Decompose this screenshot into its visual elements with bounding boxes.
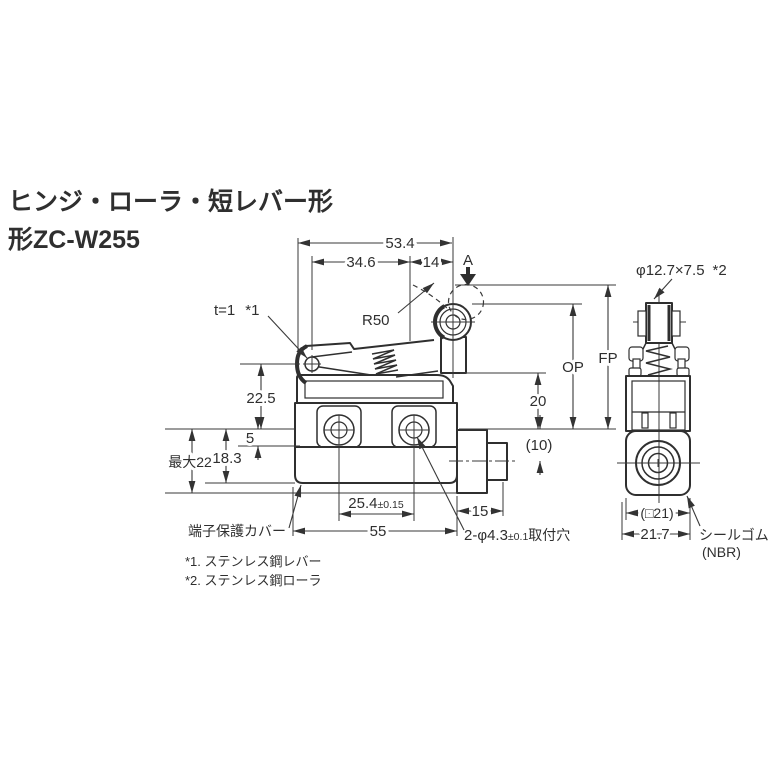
dim-width-total: 53.4 — [385, 235, 414, 252]
dim-roller-offset: 14 — [423, 254, 440, 271]
dim-conduit-center: (10) — [526, 437, 553, 454]
section-label-a: A — [463, 252, 473, 269]
front-dimensions: 53.4 34.6 14 A R50 t=1*1 22.5 5 18.3 — [165, 232, 621, 544]
dim-op-travel: 20 — [530, 393, 547, 410]
section-arrow-icon — [460, 267, 476, 286]
side-square-body — [617, 430, 700, 496]
label-seal-material: (NBR) — [702, 544, 741, 560]
dim-step: 5 — [246, 430, 254, 447]
dim-conduit-width: 15 — [472, 503, 489, 520]
model-number: 形ZC-W255 — [8, 226, 140, 254]
side-roller — [637, 302, 681, 344]
dim-fp: FP — [598, 350, 617, 367]
dim-pivot-height: 22.5 — [246, 390, 275, 407]
side-spring — [645, 345, 673, 376]
footnote-2: *2. ステンレス鋼ローラ — [185, 573, 322, 588]
dim-body-width: 55 — [370, 523, 387, 540]
front-case-top-inner — [304, 380, 444, 399]
front-view — [294, 283, 517, 494]
dim-roller-size: φ12.7×7.5*2 — [636, 262, 727, 279]
lever-swing-arc-dashed — [412, 284, 449, 310]
label-terminal-cover: 端子保護カバー — [188, 523, 286, 539]
side-lever-fork — [628, 342, 690, 376]
dim-width-lever: 34.6 — [346, 254, 375, 271]
mounting-hole-right — [398, 414, 430, 446]
mounting-hole-left — [323, 414, 355, 446]
dim-body-square: (□21) — [640, 505, 673, 521]
dim-lever-radius: R50 — [362, 312, 390, 329]
label-seal-rubber: シールゴム — [699, 527, 769, 543]
dim-mounting-holes: 2-φ4.3±0.1取付穴 — [464, 527, 570, 544]
lever-top-edge — [305, 339, 435, 350]
side-view: φ12.7×7.5*2 (□21) 21.7 シールゴム (NBR) — [617, 262, 769, 560]
page-title: ヒンジ・ローラ・短レバー形 — [8, 188, 333, 216]
dim-hole-pitch: 25.4±0.15 — [348, 495, 404, 512]
front-lever — [294, 339, 439, 385]
front-spring — [371, 349, 399, 375]
dim-lever-thickness: t=1*1 — [214, 302, 259, 319]
dim-body-height: 18.3 — [212, 450, 241, 467]
front-case-top — [296, 374, 454, 404]
dim-op: OP — [562, 359, 584, 376]
front-body-mid — [294, 402, 458, 448]
dim-max-height: 最大22 — [168, 454, 212, 470]
dim-side-width: 21.7 — [640, 526, 669, 543]
footnote-1: *1. ステンレス鋼レバー — [185, 554, 322, 569]
side-upper-body — [625, 367, 691, 432]
front-terminal-cover — [294, 446, 458, 484]
